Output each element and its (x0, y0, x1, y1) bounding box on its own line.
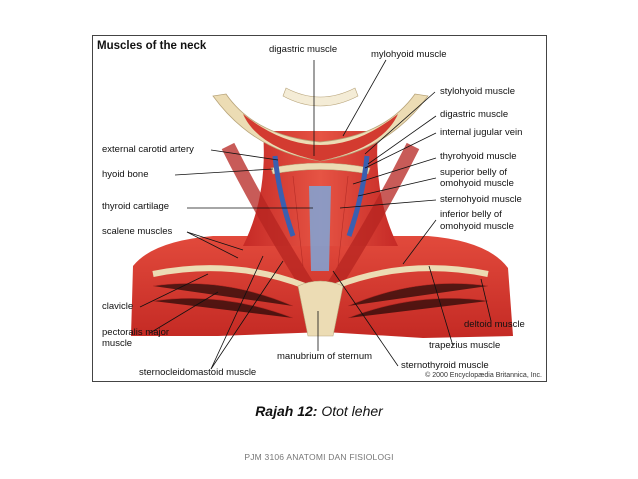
label-sternothyroid: sternothyroid muscle (401, 360, 489, 371)
figure-title: Muscles of the neck (97, 40, 207, 52)
label-internal-jugular: internal jugular vein (440, 127, 523, 138)
mylohyoid-muscle-shape (243, 114, 398, 161)
label-superior-belly-line1: superior belly of (440, 167, 508, 178)
jugular-vein-right (346, 155, 370, 237)
label-inferior-belly-line2: omohyoid muscle (440, 221, 514, 232)
hyoid-bone-shape (270, 162, 371, 175)
neck-anatomy-illustration (131, 59, 513, 370)
label-mylohyoid: mylohyoid muscle (371, 49, 447, 60)
label-hyoid: hyoid bone (102, 169, 149, 180)
jugular-vein-left (272, 155, 296, 237)
label-scalene: scalene muscles (102, 226, 173, 237)
label-manubrium: manubrium of sternum (277, 351, 373, 362)
trachea-shape (309, 186, 331, 271)
clavicle-right (334, 265, 489, 289)
label-digastric-top: digastric muscle (269, 44, 338, 55)
label-external-carotid: external carotid artery (102, 144, 194, 155)
scm-left (221, 142, 321, 302)
label-inferior-belly-line1: inferior belly of (440, 209, 502, 220)
label-thyrohyoid: thyrohyoid muscle (440, 151, 517, 162)
label-sternohyoid: sternohyoid muscle (440, 194, 522, 205)
label-pectoralis-line2: muscle (102, 338, 133, 349)
label-digastric-right: digastric muscle (440, 109, 509, 120)
page-footer: PJM 3106 ANATOMI DAN FISIOLOGI (244, 452, 394, 462)
figure-copyright: © 2000 Encyclopædia Britannica, Inc. (425, 372, 542, 379)
sternum-shape (297, 280, 344, 337)
label-superior-belly-line2: omohyoid muscle (440, 178, 514, 189)
label-sternocleidomastoid: sternocleidomastoid muscle (139, 367, 257, 378)
clavicle-left (152, 265, 307, 289)
label-stylohyoid: stylohyoid muscle (440, 86, 515, 97)
label-clavicle: clavicle (102, 301, 134, 312)
label-pectoralis-line1: pectoralis major (102, 327, 170, 338)
caption-label: Rajah 12: (255, 403, 318, 419)
teeth (282, 87, 359, 107)
neck-muscles-figure: Muscles of the neck digastric muscle myl… (92, 35, 547, 382)
leader-lines (139, 59, 492, 370)
label-trapezius: trapezius muscle (429, 340, 501, 351)
figure-caption: Rajah 12: Otot leher (0, 403, 638, 419)
label-deltoid: deltoid muscle (464, 319, 525, 330)
muscle-fibres (152, 175, 489, 319)
label-thyroid-cartilage: thyroid cartilage (102, 201, 170, 212)
caption-text: Otot leher (321, 403, 383, 419)
